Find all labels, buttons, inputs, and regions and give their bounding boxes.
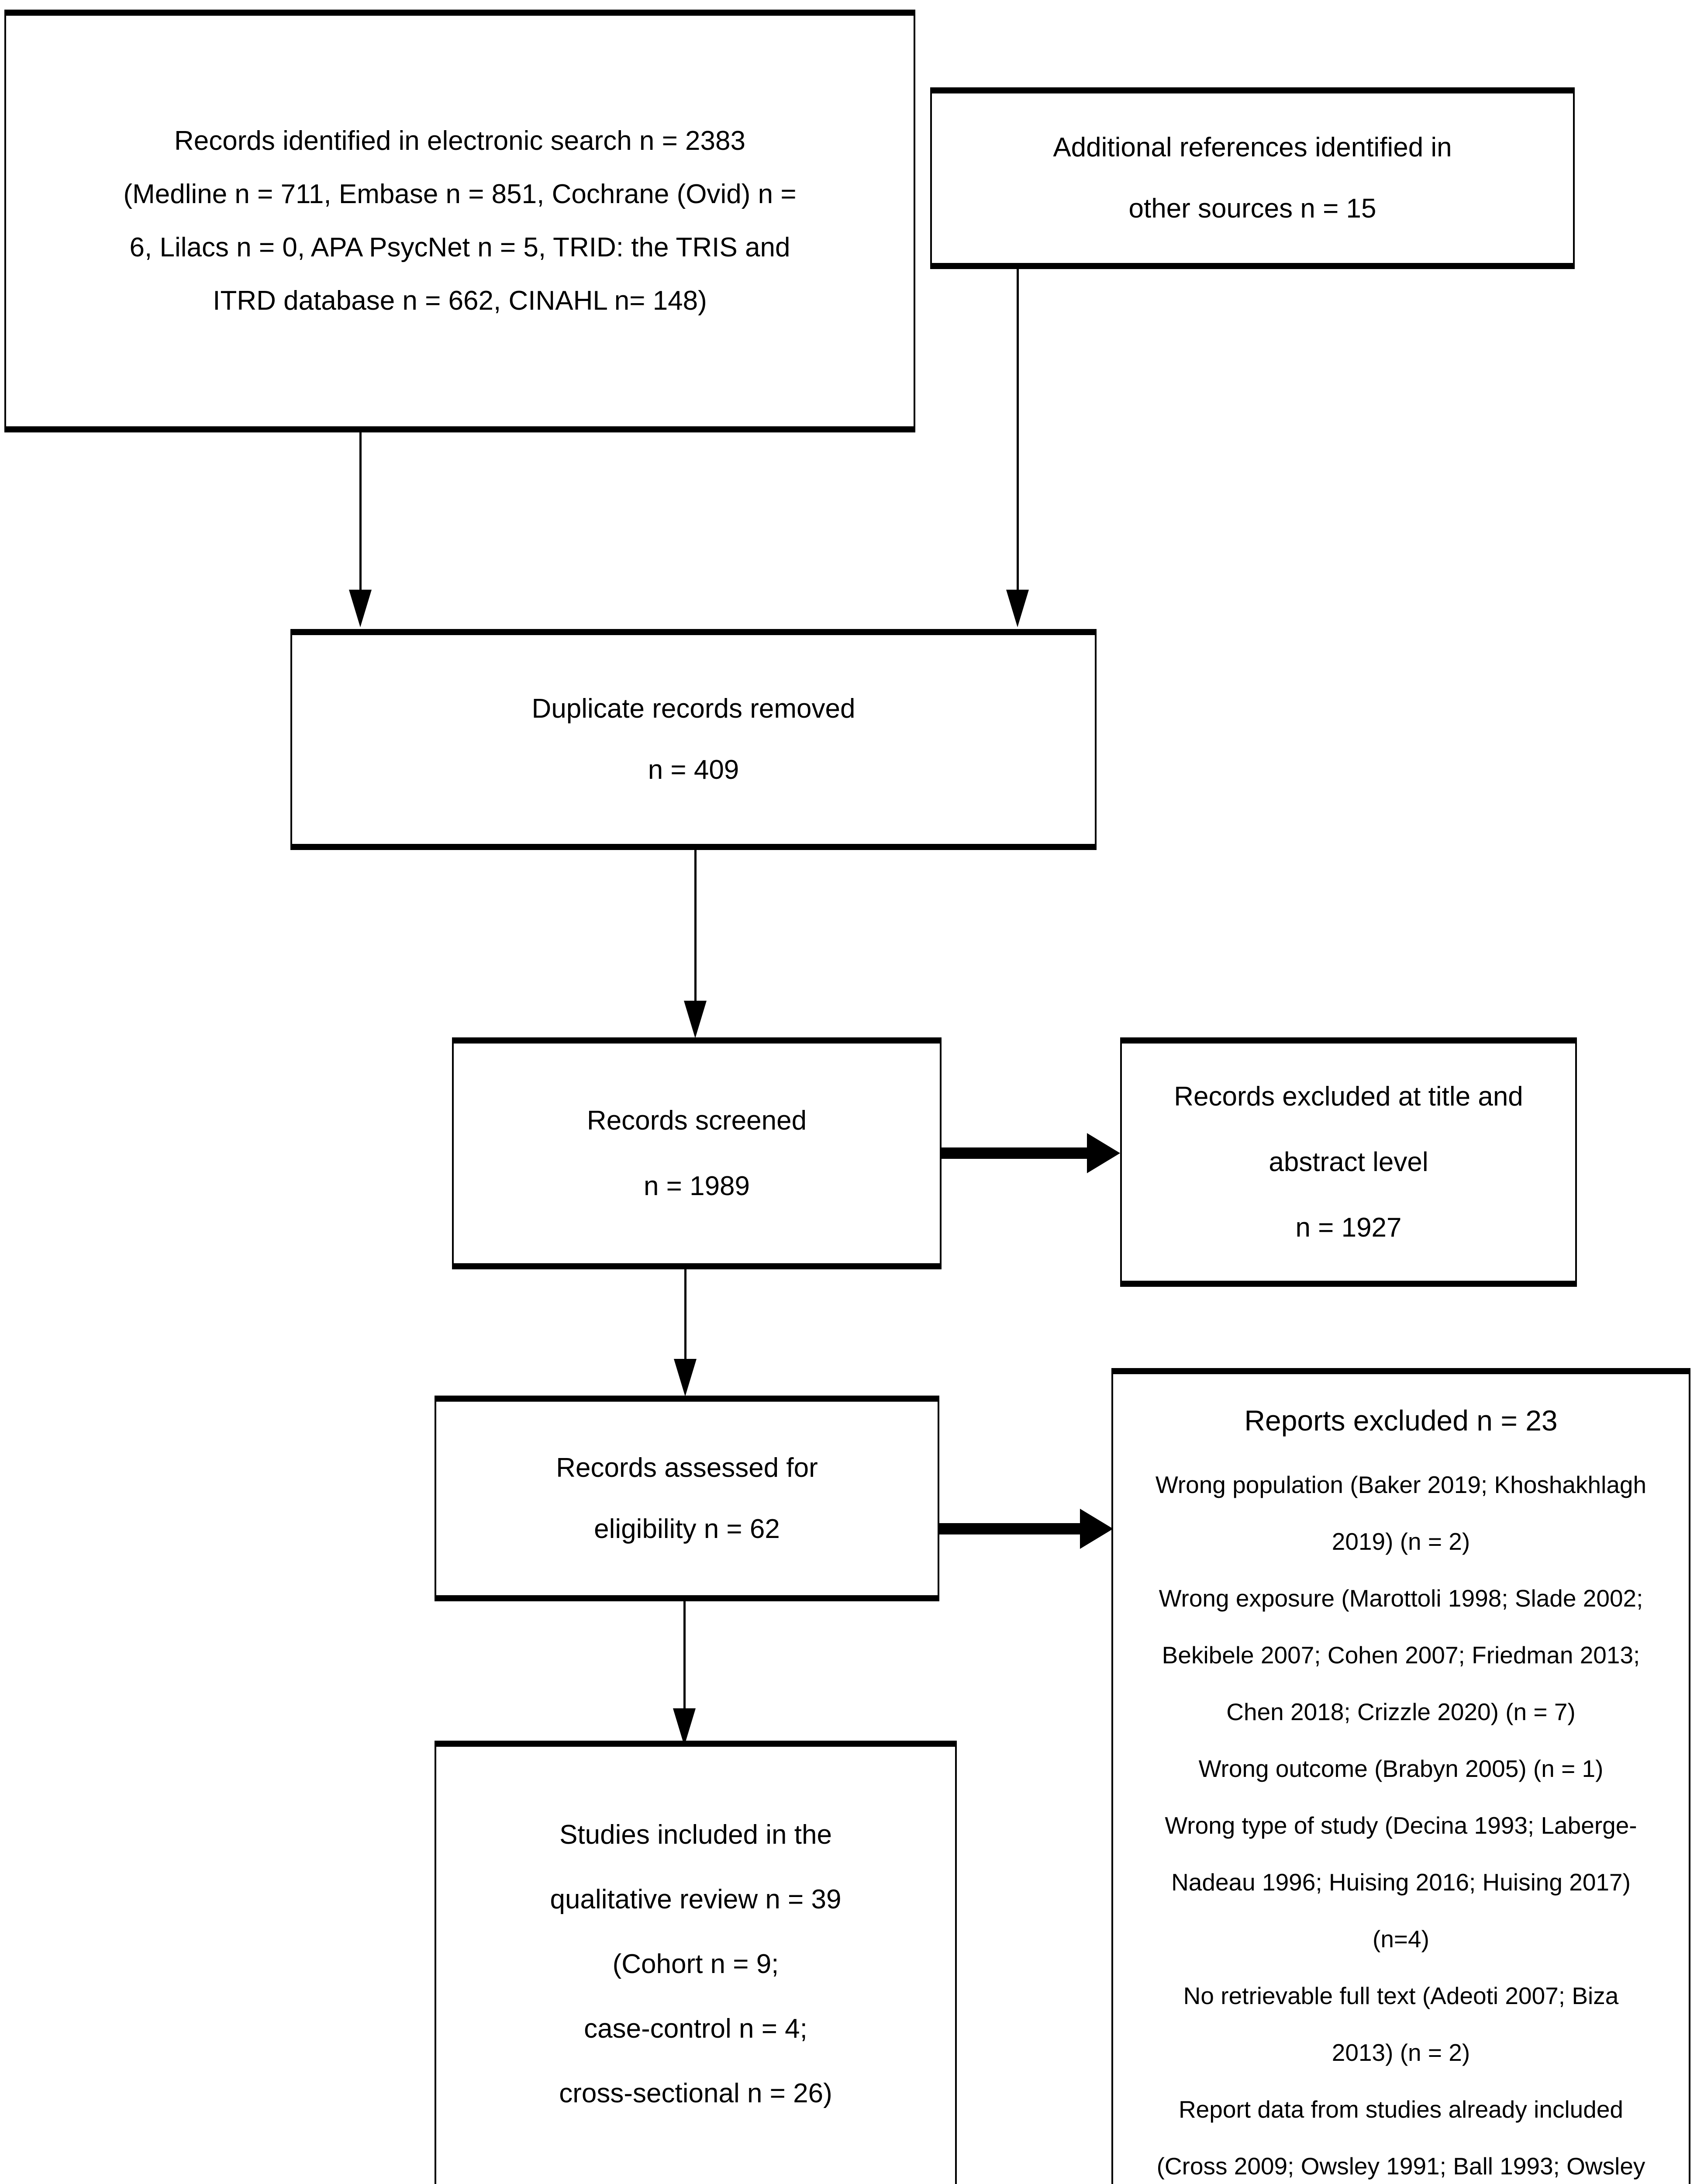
connector-screened-to-assessed <box>684 1269 686 1359</box>
reports-excluded-line-4: Bekibele 2007; Cohen 2007; Friedman 2013… <box>1162 1641 1640 1669</box>
reports-excluded-line-3: Wrong exposure (Marottoli 1998; Slade 20… <box>1159 1585 1643 1612</box>
studies-included-line-5: cross-sectional n = 26) <box>559 2078 832 2108</box>
reports-excluded-line-5: Chen 2018; Crizzle 2020) (n = 7) <box>1226 1698 1576 1725</box>
arrowhead-screened-to-assessed <box>674 1359 697 1396</box>
box-reports-excluded: Reports excluded n = 23 Wrong population… <box>1111 1368 1690 2184</box>
records-screened-line-1: Records screened <box>586 1105 807 1136</box>
box-records-assessed-eligibility: Records assessed for eligibility n = 62 <box>435 1396 939 1601</box>
connector-assessed-to-reports-excluded <box>939 1523 1083 1534</box>
box-records-identified: Records identified in electronic search … <box>4 10 915 432</box>
arrowhead-duplicates-to-screened <box>684 1001 707 1038</box>
connector-screened-to-excluded <box>942 1147 1090 1159</box>
records-identified-line-1: Records identified in electronic search … <box>174 126 745 156</box>
reports-excluded-line-12: Report data from studies already include… <box>1178 2096 1624 2123</box>
records-screened-line-2: n = 1989 <box>643 1171 750 1201</box>
studies-included-line-3: (Cohort n = 9; <box>612 1949 779 1979</box>
duplicate-records-line-1: Duplicate records removed <box>531 694 855 724</box>
duplicate-records-line-2: n = 409 <box>648 755 739 785</box>
additional-references-line-1: Additional references identified in <box>1053 132 1452 162</box>
reports-excluded-line-1: Wrong population (Baker 2019; Khoshakhla… <box>1155 1471 1647 1498</box>
reports-excluded-line-6: Wrong outcome (Brabyn 2005) (n = 1) <box>1198 1755 1604 1782</box>
reports-excluded-line-10: No retrievable full text (Adeoti 2007; B… <box>1183 1982 1619 2009</box>
arrowhead-identified-to-duplicates <box>349 590 372 627</box>
connector-duplicates-to-screened <box>694 850 697 1001</box>
records-identified-line-4: ITRD database n = 662, CINAHL n= 148) <box>213 286 707 316</box>
box-studies-included: Studies included in the qualitative revi… <box>435 1741 957 2184</box>
arrowhead-assessed-to-reports-excluded <box>1080 1509 1113 1549</box>
studies-included-line-4: case-control n = 4; <box>584 2014 807 2044</box>
reports-excluded-line-7: Wrong type of study (Decina 1993; Laberg… <box>1165 1812 1637 1839</box>
studies-included-meta-line-1: Studies included in <box>436 2174 955 2184</box>
records-excluded-line-1: Records excluded at title and <box>1174 1081 1523 1112</box>
arrowhead-assessed-to-studies <box>673 1708 696 1746</box>
reports-excluded-line-2: 2019) (n = 2) <box>1331 1528 1470 1555</box>
reports-excluded-title: Reports excluded n = 23 <box>1244 1404 1558 1437</box>
additional-references-line-2: other sources n = 15 <box>1128 194 1376 224</box>
connector-assessed-to-studies <box>683 1601 686 1708</box>
arrowhead-additional-to-duplicates <box>1006 590 1029 627</box>
arrowhead-screened-to-excluded <box>1087 1133 1120 1173</box>
box-records-excluded-title-abstract: Records excluded at title and abstract l… <box>1120 1037 1577 1287</box>
connector-additional-to-duplicates <box>1017 269 1019 590</box>
connector-identified-to-duplicates <box>359 432 362 590</box>
box-duplicate-records-removed: Duplicate records removed n = 409 <box>290 629 1097 850</box>
studies-included-spacer <box>436 2126 955 2174</box>
box-records-screened: Records screened n = 1989 <box>452 1037 942 1269</box>
records-identified-line-2: (Medline n = 711, Embase n = 851, Cochra… <box>123 179 797 209</box>
records-excluded-line-3: n = 1927 <box>1295 1212 1402 1243</box>
reports-excluded-line-8: Nadeau 1996; Huising 2016; Huising 2017) <box>1171 1869 1631 1896</box>
records-assessed-line-1: Records assessed for <box>556 1452 818 1483</box>
reports-excluded-line-9: (n=4) <box>1373 1925 1429 1952</box>
records-identified-line-3: 6, Lilacs n = 0, APA PsycNet n = 5, TRID… <box>129 232 790 263</box>
records-assessed-line-2: eligibility n = 62 <box>594 1514 780 1544</box>
box-additional-references: Additional references identified in othe… <box>930 87 1575 269</box>
studies-included-line-1: Studies included in the <box>559 1820 832 1850</box>
studies-included-line-2: qualitative review n = 39 <box>550 1884 842 1914</box>
reports-excluded-line-13: (Cross 2009; Owsley 1991; Ball 1993; Ows… <box>1156 2153 1645 2180</box>
reports-excluded-line-11: 2013) (n = 2) <box>1331 2039 1470 2066</box>
records-excluded-line-2: abstract level <box>1269 1147 1428 1177</box>
